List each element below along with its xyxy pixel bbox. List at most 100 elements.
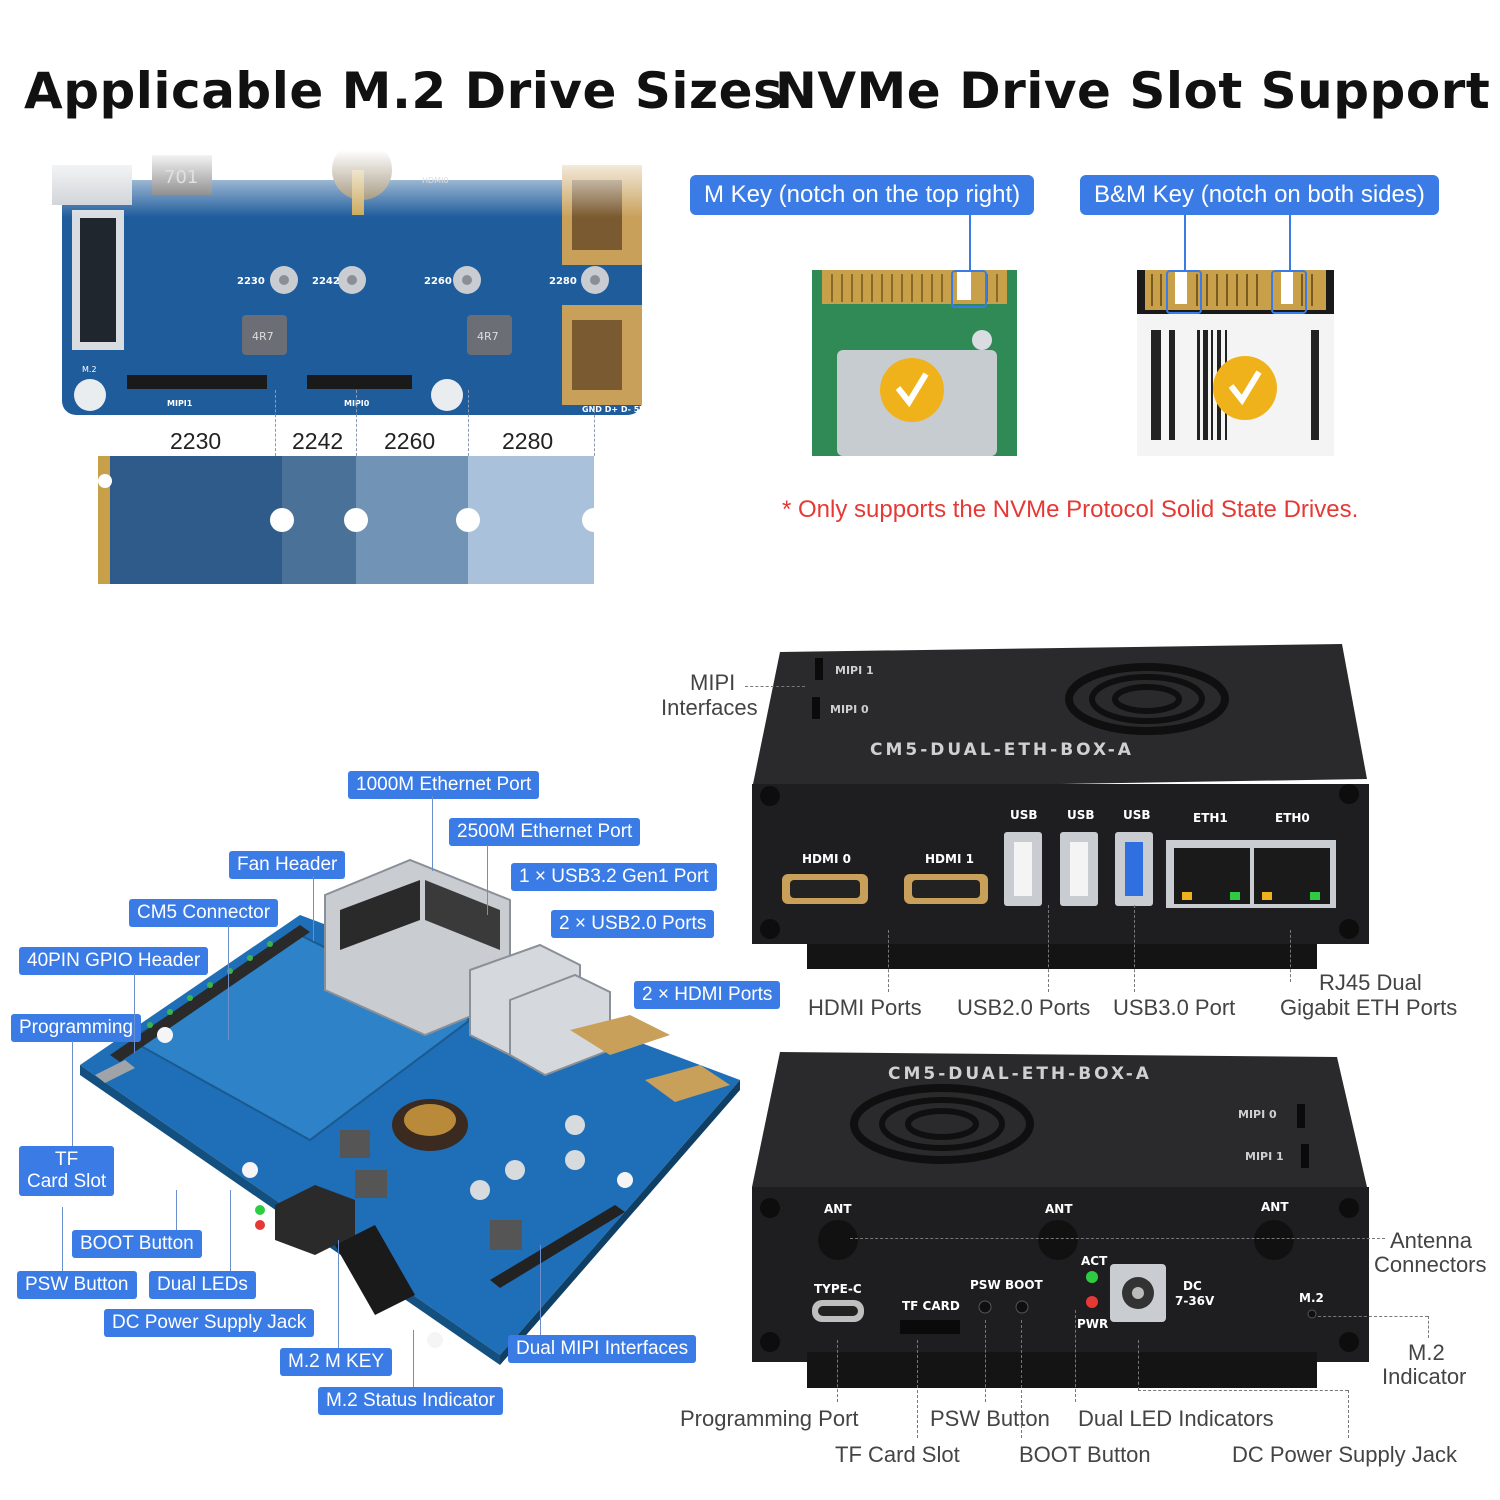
- callout-mipi-line1: MIPI: [690, 670, 736, 695]
- box-back-ant-3: ANT: [1261, 1200, 1289, 1214]
- callout-usb30-port: USB3.0 Port: [1113, 995, 1236, 1020]
- callout-dual-led: Dual LED Indicators: [1078, 1406, 1274, 1431]
- bm-key-pointer-left: [1184, 213, 1186, 271]
- leader-boot: [176, 1190, 177, 1230]
- callout-boot-button: BOOT Button: [1019, 1442, 1151, 1467]
- callout-programming-port: Programming Port: [680, 1406, 859, 1431]
- box-back-image: [752, 1052, 1369, 1388]
- guide-2280: [468, 390, 469, 456]
- drive-size-2230: [110, 456, 282, 584]
- guide-2242: [275, 390, 276, 456]
- box-back-mipi1-silk: MIPI 1: [1245, 1150, 1284, 1163]
- box-back-tfcard: TF CARD: [902, 1299, 960, 1313]
- callout-usb30-dash: [1134, 905, 1135, 992]
- m-key-ssd-image: [812, 270, 1017, 456]
- callout-mipi-line2: Interfaces: [661, 695, 758, 720]
- box-front-hdmi1: HDMI 1: [925, 852, 974, 866]
- leader-leds: [230, 1190, 231, 1271]
- board-silk-2260: 2260: [424, 276, 452, 287]
- heading-slot-support: NVMe Drive Slot Support: [775, 62, 1491, 120]
- box-back-title: CM5-DUAL-ETH-BOX-A: [888, 1064, 1152, 1084]
- callout-dc-dash-v2: [1348, 1390, 1349, 1438]
- box-front-eth0: ETH0: [1275, 811, 1310, 825]
- box-front-usb-3: USB: [1123, 808, 1151, 822]
- callout-boot-dash: [1021, 1320, 1022, 1438]
- box-back-pwr: PWR: [1077, 1317, 1109, 1331]
- nvme-only-note: * Only supports the NVMe Protocol Solid …: [782, 496, 1359, 523]
- label-usb32: 1 × USB3.2 Gen1 Port: [511, 863, 717, 891]
- label-programming: Programming: [11, 1014, 142, 1042]
- callout-usb20-dash: [1048, 905, 1049, 992]
- callout-tf-dash: [917, 1340, 918, 1438]
- label-usb20: 2 × USB2.0 Ports: [551, 910, 715, 938]
- box-back-dc-1: DC: [1183, 1279, 1202, 1293]
- box-back-m2: M.2: [1299, 1291, 1324, 1305]
- m-key-pointer: [969, 213, 971, 271]
- label-psw-button: PSW Button: [17, 1271, 137, 1299]
- box-back-boot: BOOT: [1005, 1278, 1043, 1292]
- board-silk-hdmi0: GND D+ D- 5V: [582, 405, 642, 414]
- notch-end: [582, 508, 606, 532]
- leader-gpio: [134, 973, 135, 1053]
- box-front-mipi0-silk: MIPI 0: [830, 703, 869, 716]
- size-label-2230: 2230: [170, 428, 222, 454]
- callout-antenna-dash: [850, 1238, 1385, 1239]
- callout-psw-dash: [985, 1320, 986, 1402]
- callout-m2-dash-h: [1318, 1316, 1428, 1317]
- drive-size-2280: [468, 456, 594, 584]
- label-fan-header: Fan Header: [229, 851, 346, 879]
- leader-fan: [313, 876, 314, 941]
- bm-key-label: B&M Key (notch on both sides): [1080, 175, 1439, 215]
- callout-antenna-line2: Connectors: [1374, 1252, 1487, 1277]
- m-key-notch-marker: [951, 270, 987, 308]
- label-hdmi-ports: 2 × HDMI Ports: [634, 981, 781, 1009]
- callout-mipi-dash: [745, 686, 805, 687]
- leader-m2status: [413, 1330, 414, 1387]
- size-label-2260: 2260: [384, 428, 436, 454]
- box-front-mipi1-silk: MIPI 1: [835, 664, 874, 677]
- notch-2242: [270, 508, 294, 532]
- callout-tf-card-slot: TF Card Slot: [835, 1442, 960, 1467]
- label-dc-jack: DC Power Supply Jack: [104, 1309, 315, 1337]
- label-1000m-ethernet: 1000M Ethernet Port: [348, 771, 540, 799]
- board-silk-701: 701: [164, 167, 198, 188]
- callout-psw-button: PSW Button: [930, 1406, 1050, 1431]
- box-back-act: ACT: [1081, 1254, 1108, 1268]
- bm-key-notch-marker-left: [1166, 270, 1202, 314]
- callout-dc-dash-h: [1138, 1390, 1348, 1391]
- callout-prog-dash: [837, 1340, 838, 1402]
- leader-psw: [62, 1207, 63, 1271]
- callout-dc-jack: DC Power Supply Jack: [1232, 1442, 1457, 1467]
- label-tf-line1: TF: [54, 1149, 79, 1170]
- box-front-hdmi0: HDMI 0: [802, 852, 851, 866]
- drive-connector: [98, 456, 110, 584]
- box-back-psw: PSW: [970, 1278, 1001, 1292]
- box-back-mipi0-silk: MIPI 0: [1238, 1108, 1277, 1121]
- label-dual-leds: Dual LEDs: [149, 1271, 256, 1299]
- callout-rj45-line1: RJ45 Dual: [1319, 970, 1422, 995]
- label-m2-status: M.2 Status Indicator: [318, 1387, 503, 1415]
- callout-hdmi-ports: HDMI Ports: [808, 995, 922, 1020]
- leader-mipi: [540, 1245, 541, 1335]
- label-m2-m-key: M.2 M KEY: [280, 1348, 393, 1376]
- key-notch: [98, 474, 112, 488]
- size-label-2280: 2280: [502, 428, 554, 454]
- callout-dc-dash-v: [1138, 1340, 1139, 1390]
- carrier-board-image: [80, 858, 740, 1365]
- size-label-2242: 2242: [292, 428, 344, 454]
- callout-hdmi-dash: [888, 930, 889, 992]
- label-tf-card-slot: TF Card Slot: [19, 1146, 115, 1196]
- bm-key-pointer-right: [1289, 213, 1291, 271]
- guide-end: [594, 410, 595, 456]
- callout-m2-line1: M.2: [1408, 1340, 1445, 1365]
- callout-rj45-line2: Gigabit ETH Ports: [1280, 995, 1458, 1020]
- drive-size-2260: [356, 456, 468, 584]
- board-silk-m2: M.2: [82, 365, 97, 374]
- board-silk-2242: 2242: [312, 276, 340, 287]
- label-dual-mipi: Dual MIPI Interfaces: [508, 1335, 697, 1363]
- board-silk-2230: 2230: [237, 276, 265, 287]
- label-tf-line2: Card Slot: [27, 1171, 107, 1192]
- box-front-eth1: ETH1: [1193, 811, 1228, 825]
- label-gpio-header: 40PIN GPIO Header: [19, 947, 209, 975]
- leader-cm5: [228, 925, 229, 1040]
